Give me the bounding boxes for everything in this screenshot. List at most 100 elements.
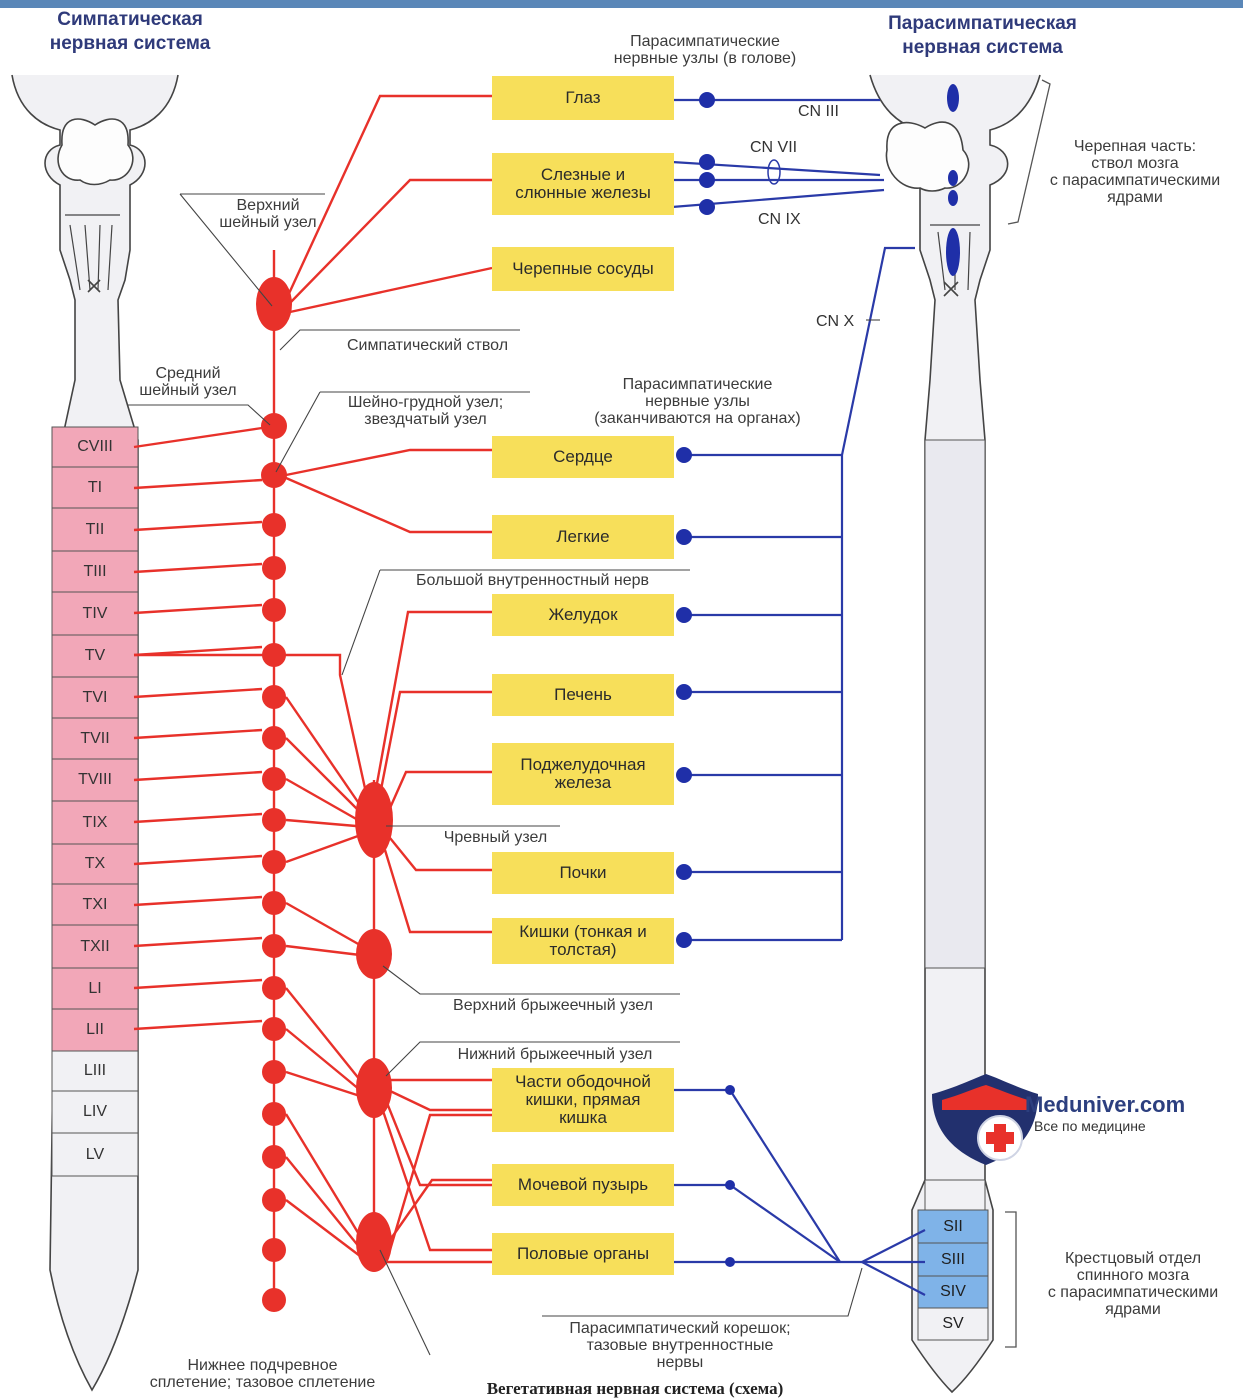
splanchnic-branch — [286, 836, 358, 862]
cervicothoracic-label: Шейно-грудной узел; звездчатый узел — [318, 394, 533, 428]
sacral-part-line3: с парасимпатическими — [1028, 1284, 1238, 1301]
ramus — [134, 689, 262, 697]
organ-colon-line3: кишка — [559, 1109, 607, 1127]
ramus — [134, 730, 262, 738]
ramus — [134, 814, 262, 822]
logo-name: Meduniver.com — [1025, 1092, 1185, 1118]
organ-genitals: Половые органы — [492, 1233, 674, 1275]
trunk-ganglion — [262, 1102, 286, 1126]
sympathetic-pathways — [134, 96, 492, 1300]
organ-intestines-line2: толстая) — [549, 941, 616, 959]
organ-glands: Слезные и слюнные железы — [492, 153, 674, 215]
para-ganglia-head-line2: нервные узлы (в голове) — [585, 50, 825, 67]
organ-vessels: Черепные сосуды — [492, 247, 674, 291]
splanchnic-branch — [286, 903, 360, 945]
segment-label-LII: LII — [52, 1021, 138, 1039]
splanchnic-branch — [286, 946, 360, 955]
cn10-label: CN X — [816, 313, 854, 331]
segment-label-TV: TV — [52, 647, 138, 665]
segment-label-LIII: LIII — [52, 1062, 138, 1080]
sacral-segment-label-SV: SV — [918, 1315, 988, 1333]
sacral-part-line2: спинного мозга — [1028, 1267, 1238, 1284]
cranial-part-line4: ядрами — [1030, 189, 1240, 206]
ramus — [134, 605, 262, 613]
trunk-ganglion — [262, 598, 286, 622]
parasympathetic-header: Парасимпатическая нервная система — [860, 12, 1105, 60]
splanchnic-branch — [286, 988, 360, 1080]
segment-label-LV: LV — [52, 1146, 138, 1164]
organ-stomach-text: Желудок — [548, 606, 617, 624]
para-ganglia-organs-line3: (заканчиваются на органах) — [565, 410, 830, 427]
ramus — [134, 856, 262, 864]
trunk-ganglion — [262, 556, 286, 580]
pelvic-splanchnic-label: Парасимпатический корешок; тазовые внутр… — [540, 1320, 820, 1371]
splanchnic-branch — [286, 820, 356, 826]
sacral-segment-label-SII: SII — [918, 1218, 988, 1236]
organ-glands-line2: слюнные железы — [515, 184, 651, 202]
organ-lungs-text: Легкие — [556, 528, 609, 546]
segment-label-TVII: TVII — [52, 730, 138, 748]
trunk-ganglion — [262, 685, 286, 709]
greater-splanchnic-label: Большой внутренностный нерв — [390, 572, 675, 589]
ramus — [134, 980, 262, 988]
organ-genitals-text: Половые органы — [517, 1245, 649, 1263]
organ-colon: Части ободочной кишки, прямая кишка — [492, 1068, 674, 1132]
middle-cervical-line2: шейный узел — [118, 382, 258, 399]
hypogastric-label: Нижнее подчревное сплетение; тазовое спл… — [120, 1357, 405, 1391]
organ-lungs: Легкие — [492, 515, 674, 559]
ramus — [134, 897, 262, 905]
sacral-segment-label-SIII: SIII — [918, 1251, 988, 1269]
splanchnic-branch — [286, 1200, 360, 1256]
sacral-bracket — [1005, 1212, 1016, 1347]
sacral-part-label: Крестцовый отдел спинного мозга с параси… — [1028, 1250, 1238, 1318]
para-ganglia-organs-line1: Парасимпатические — [565, 376, 830, 393]
hypogastric-line2: сплетение; тазовое сплетение — [120, 1374, 405, 1391]
organ-colon-line2: кишки, прямая — [526, 1091, 641, 1109]
cranial-part-line3: с парасимпатическими — [1030, 172, 1240, 189]
cervicothoracic-line2: звездчатый узел — [318, 411, 533, 428]
segment-label-TIX: TIX — [52, 814, 138, 832]
trunk-ganglion — [262, 513, 286, 537]
cn3-label: CN III — [798, 103, 839, 121]
figure-caption: Вегетативная нервная система (схема) — [420, 1379, 850, 1399]
organ-bladder: Мочевой пузырь — [492, 1164, 674, 1206]
superior-cervical-line1: Верхний — [198, 197, 338, 214]
ramus — [134, 938, 262, 946]
ramus — [134, 772, 262, 780]
trunk-ganglion — [262, 726, 286, 750]
sympathetic-header-line1: Симпатическая — [25, 8, 235, 32]
organ-vessels-text: Черепные сосуды — [512, 260, 653, 278]
para-ganglia-organs-label: Парасимпатические нервные узлы (заканчив… — [565, 376, 830, 427]
organ-pancreas-line1: Поджелудочная — [520, 756, 645, 774]
sympathetic-trunk-label: Симпатический ствол — [325, 337, 530, 354]
parasympathetic-header-line1: Парасимпатическая — [860, 12, 1105, 36]
organ-heart: Сердце — [492, 436, 674, 478]
segment-label-CVIII: CVIII — [52, 438, 138, 456]
trunk-ganglion — [262, 1060, 286, 1084]
organ-liver-text: Печень — [554, 686, 612, 704]
sympathetic-ganglia — [256, 277, 393, 1312]
celiac-label: Чревный узел — [428, 829, 563, 846]
splanchnic-branch — [286, 1072, 360, 1096]
sacral-part-line4: ядрами — [1028, 1301, 1238, 1318]
trunk-ganglion — [262, 1017, 286, 1041]
trunk-ganglion — [262, 976, 286, 1000]
organ-bladder-text: Мочевой пузырь — [518, 1176, 648, 1194]
segment-label-TIV: TIV — [52, 605, 138, 623]
para-ganglia-head-label: Парасимпатические нервные узлы (в голове… — [585, 33, 825, 67]
superior-cervical-line2: шейный узел — [198, 214, 338, 231]
organ-colon-line1: Части ободочной — [515, 1073, 651, 1091]
segment-label-TVIII: TVIII — [52, 771, 138, 789]
parasympathetic-header-line2: нервная система — [860, 36, 1105, 60]
trunk-ganglion — [262, 1188, 286, 1212]
organ-kidneys: Почки — [492, 852, 674, 894]
trunk-ganglion — [262, 643, 286, 667]
ramus — [134, 428, 262, 447]
ramus — [134, 522, 262, 530]
segment-label-LIV: LIV — [52, 1103, 138, 1121]
organ-intestines-line1: Кишки (тонкая и — [519, 923, 646, 941]
trunk-ganglion — [261, 413, 287, 439]
superior-mesenteric-label: Верхний брыжеечный узел — [428, 997, 678, 1014]
trunk-ganglion — [262, 1238, 286, 1262]
inferior-mesenteric-label: Нижний брыжеечный узел — [432, 1046, 678, 1063]
